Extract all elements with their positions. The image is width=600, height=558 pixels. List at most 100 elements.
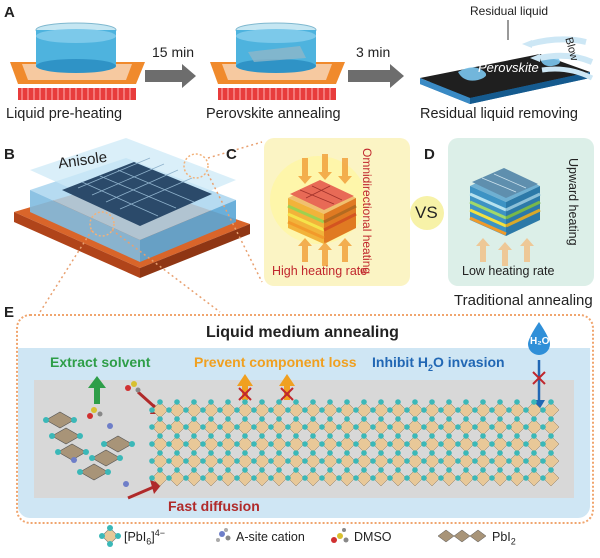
iodide-atom [514,399,520,405]
fast-diffusion-text: Fast diffusion [168,498,260,514]
iodide-atom [293,450,299,456]
iodide-atom [191,399,197,405]
inhibit-water-invasion-text: Inhibit H2O invasion [372,354,505,373]
iodide-atom [200,458,206,464]
iodide-atom [531,416,537,422]
iodide-atom [412,433,418,439]
iodide-atom [166,441,172,447]
iodide-atom [506,441,512,447]
iodide-atom [217,424,223,430]
panel-e-label: E [4,304,15,321]
iodide-atom [446,450,452,456]
iodide-atom [438,475,444,481]
iodide-atom [208,416,214,422]
iodide-atom [370,441,376,447]
iodide-atom [157,433,163,439]
iodide-atom [429,416,435,422]
iodide-atom [523,441,529,447]
iodide-atom [421,458,427,464]
iodide-atom [378,399,384,405]
liquid-medium-annealing-illustration [14,138,263,313]
iodide-atom [455,458,461,464]
iodide-atom [429,467,435,473]
iodide-atom [319,475,325,481]
iodide-atom [293,416,299,422]
iodide-atom [548,433,554,439]
iodide-atom [370,424,376,430]
iodide-atom [361,416,367,422]
iodide-atom [234,458,240,464]
iodide-atom [540,407,546,413]
legend-pbi2-pre: PbI [492,530,511,544]
iodide-atom [234,441,240,447]
iodide-atom [336,407,342,413]
iodide-atom [378,450,384,456]
iodide-atom [514,433,520,439]
legend-pbi6-sub: 6 [146,536,152,547]
iodide-atom [514,467,520,473]
iodide-atom [268,441,274,447]
iodide-atom [480,467,486,473]
iodide-atom [395,467,401,473]
iodide-atom [548,450,554,456]
iodide-atom [472,441,478,447]
iodide-atom [268,458,274,464]
iodide-atom [200,475,206,481]
iodide-atom [319,441,325,447]
iodide-atom [200,441,206,447]
iodide-atom [353,407,359,413]
iodide-atom [446,416,452,422]
iodide-atom [548,399,554,405]
iodide-atom [183,441,189,447]
iodide-atom [302,458,308,464]
iodide-atom [157,416,163,422]
iodide-atom [310,450,316,456]
iodide-atom [497,416,503,422]
iodide-atom [378,467,384,473]
omnidirectional-heating-text: Omnidirectional heating [360,148,374,275]
iodide-atom [293,467,299,473]
iodide-atom [336,475,342,481]
iodide-atom [251,458,257,464]
iodide-atom [438,424,444,430]
iodide-atom [319,407,325,413]
iodide-atom [497,399,503,405]
inhibit-text-post: O invasion [433,354,505,370]
iodide-atom [531,467,537,473]
iodide-atom [225,467,231,473]
iodide-atom [174,433,180,439]
iodide-atom [506,424,512,430]
iodide-atom [157,399,163,405]
iodide-atom [472,475,478,481]
iodide-atom [302,441,308,447]
caption-liquid-preheating: Liquid pre-heating [6,106,123,122]
traditional-annealing-title: Traditional annealing [454,292,593,309]
iodide-atom [497,467,503,473]
panel-c-label: C [226,146,237,163]
iodide-atom [548,416,554,422]
iodide-atom [166,407,172,413]
iodide-atom [336,441,342,447]
film-text-perovskite: Perovskite [478,60,539,75]
low-heating-rate-text: Low heating rate [462,264,555,278]
iodide-atom [523,458,529,464]
iodide-atom [540,441,546,447]
pbi6-legend-icon [99,525,121,547]
panel-d-label: D [424,146,435,163]
iodide-atom [353,475,359,481]
octahedron [542,469,560,487]
iodide-atom [293,433,299,439]
iodide-atom [463,399,469,405]
octahedron [542,435,560,453]
preheating-illustration [10,20,594,104]
iodide-atom [472,424,478,430]
iodide-atom [268,475,274,481]
iodide-atom [463,416,469,422]
iodide-atom [506,475,512,481]
iodide-atom [523,424,529,430]
caption-perovskite-annealing: Perovskite annealing [206,106,341,122]
iodide-atom [208,433,214,439]
iodide-atom [353,441,359,447]
h2o-badge-text: H₂O [530,336,550,347]
